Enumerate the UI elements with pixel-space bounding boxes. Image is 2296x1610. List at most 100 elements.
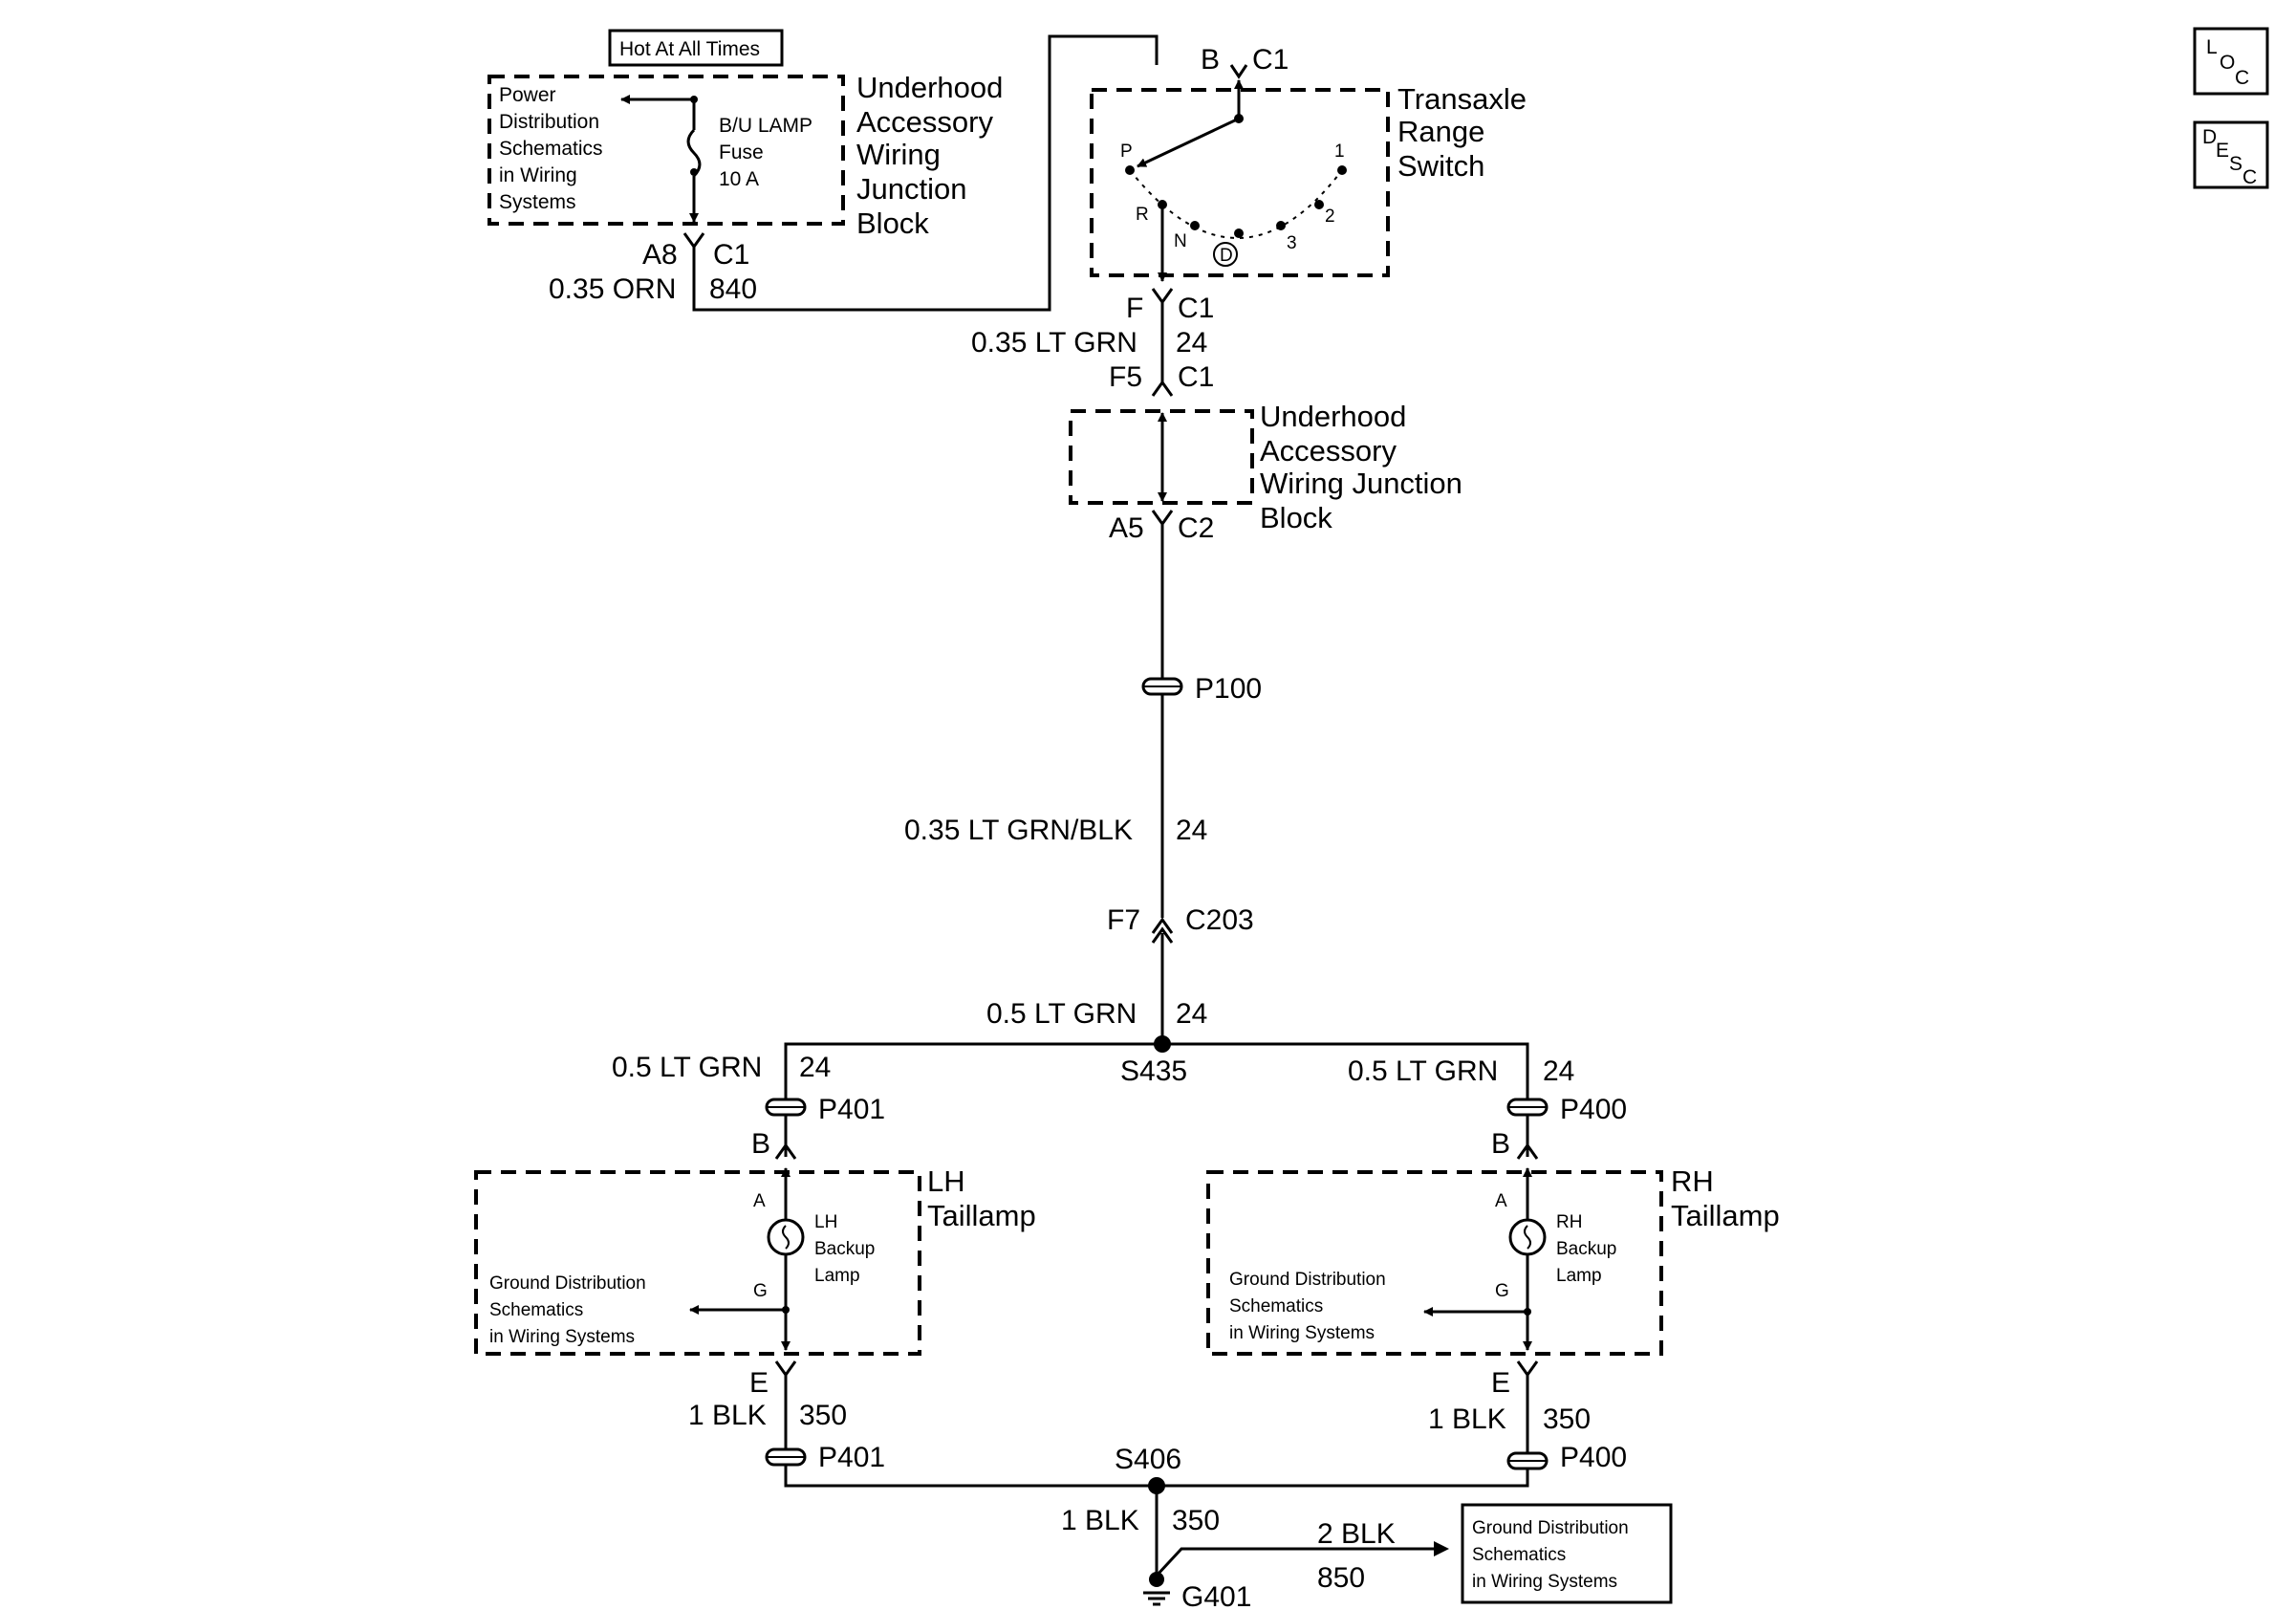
power-ref-line-1: Power: [499, 84, 556, 106]
wire-850-arrow: [1434, 1541, 1449, 1556]
ground-wire-label: 1 BLK: [1061, 1505, 1139, 1536]
switch-wiper: [1137, 117, 1240, 168]
wire-lt-grn-label: 0.35 LT GRN: [971, 327, 1137, 359]
jb-out-conn: C2: [1178, 512, 1214, 544]
lh-lamp-label-1: LH: [814, 1212, 837, 1232]
switch-title-2: Range: [1397, 115, 1484, 148]
rh-ground-ref-2: Schematics: [1229, 1296, 1323, 1316]
ground-ref-wire: 2 BLK: [1317, 1518, 1396, 1550]
pos-d-label: D: [1220, 246, 1233, 266]
wire-lt-grn-blk-label: 0.35 LT GRN/BLK: [904, 815, 1133, 846]
wire-lt-grn-blk-circuit: 24: [1176, 815, 1207, 846]
ground-ref-line-2: Schematics: [1472, 1545, 1566, 1565]
pos-d-circle: [1213, 242, 1238, 267]
rh-connector-b: [1516, 1142, 1539, 1160]
wire-850: [1155, 1547, 1443, 1577]
pos-3-dot: [1276, 221, 1286, 230]
wire-orn-840: [692, 34, 1159, 312]
wire-lt-grn-circuit: 24: [1176, 327, 1207, 359]
rh-lamp-label-3: Lamp: [1556, 1266, 1602, 1286]
lh-pin-g: G: [753, 1281, 768, 1301]
lh-connector-top: P401: [818, 1094, 885, 1125]
splice-s406-label: S406: [1115, 1444, 1181, 1475]
rh-lamp-label-1: RH: [1556, 1212, 1582, 1232]
lh-wire-circuit: 24: [799, 1052, 831, 1083]
loc-icon[interactable]: L O C: [2193, 27, 2269, 96]
desc-letter-d: D: [2202, 126, 2217, 148]
pos-p-label: P: [1120, 141, 1133, 162]
connector-f5-c1: [1151, 380, 1174, 397]
rh-pin-e: E: [1491, 1367, 1510, 1399]
switch-out-pin: F: [1126, 293, 1143, 324]
jb-out-pin: A5: [1109, 512, 1144, 544]
fuse-block-title-2: Accessory: [856, 105, 993, 139]
jb-in-conn: C1: [1178, 361, 1214, 393]
wire-orn-circuit: 840: [709, 273, 757, 305]
switch-title-3: Switch: [1397, 149, 1484, 183]
connector-c203-a: [1151, 917, 1174, 934]
lh-lamp-filament: [782, 1225, 790, 1250]
rh-pin-a: A: [1495, 1191, 1507, 1211]
fuse-block-title-4: Junction: [856, 172, 966, 206]
ground-ref-line-1: Ground Distribution: [1472, 1518, 1629, 1538]
desc-letter-c2: C: [2242, 166, 2257, 188]
switch-arc: [1129, 169, 1343, 239]
wire-center-circuit: 24: [1176, 998, 1207, 1030]
fuse-label-1: B/U LAMP: [719, 115, 812, 137]
rh-connector-e: [1516, 1360, 1539, 1378]
connector-a8: [682, 232, 705, 250]
hot-label-box: [608, 29, 784, 67]
fuse-node-bottom: [690, 168, 698, 176]
desc-icon[interactable]: D E S C: [2193, 120, 2269, 189]
rh-ground-ref-3: in Wiring Systems: [1229, 1323, 1375, 1343]
power-ref-line-5: Systems: [499, 191, 576, 213]
rh-lamp-filament: [1524, 1225, 1531, 1250]
wire-center-label: 0.5 LT GRN: [986, 998, 1137, 1030]
lh-taillamp-title-2: Taillamp: [927, 1199, 1036, 1232]
rh-ground-ref-1: Ground Distribution: [1229, 1270, 1386, 1290]
lh-wire-label: 0.5 LT GRN: [612, 1052, 762, 1083]
pos-2-label: 2: [1325, 207, 1335, 227]
lh-ground-ref-2: Schematics: [489, 1300, 583, 1320]
lh-pin-b: B: [751, 1128, 770, 1160]
rh-connector-top: P400: [1560, 1094, 1627, 1125]
g401-node: [1149, 1572, 1164, 1587]
pos-3-label: 3: [1287, 233, 1297, 253]
fuse-label-3: 10 A: [719, 168, 759, 190]
jb-title-3: Wiring Junction: [1260, 467, 1462, 500]
c203-pin: F7: [1107, 904, 1140, 936]
rh-connector-bottom: P400: [1560, 1442, 1627, 1473]
connector-a5-c2: [1151, 510, 1174, 527]
p100-label: P100: [1195, 673, 1262, 705]
ground-wire-circuit: 350: [1172, 1505, 1220, 1536]
junction-block-outline: [1069, 409, 1254, 505]
power-ref-line-2: Distribution: [499, 111, 599, 133]
jb-title-4: Block: [1260, 501, 1332, 534]
connector-f-c1: [1151, 288, 1174, 305]
loc-letter-l: L: [2206, 36, 2218, 58]
rh-taillamp-outline: [1206, 1170, 1663, 1356]
lh-gnd-wire-label: 1 BLK: [688, 1400, 767, 1431]
jb-title-1: Underhood: [1260, 400, 1406, 433]
fuse-conn-c1: C1: [713, 239, 749, 271]
fuse-block-title-3: Wiring: [856, 138, 941, 171]
pos-1-label: 1: [1334, 141, 1345, 162]
power-ref-line-4: in Wiring: [499, 164, 577, 186]
pos-2-dot: [1314, 200, 1324, 209]
rh-lamp-label-2: Backup: [1556, 1239, 1616, 1259]
lh-connector-bottom: P401: [818, 1442, 885, 1473]
lh-ground-ref-3: in Wiring Systems: [489, 1327, 635, 1347]
desc-letter-s: S: [2229, 153, 2242, 175]
lh-gnd-wire-circuit: 350: [799, 1400, 847, 1431]
hot-label: Hot At All Times: [619, 38, 760, 60]
jb-title-2: Accessory: [1260, 434, 1397, 468]
fuse-block-outline: [487, 75, 845, 226]
rh-wire-label: 0.5 LT GRN: [1348, 1055, 1498, 1087]
trans-switch-outline: [1090, 88, 1390, 277]
pos-p-dot: [1125, 165, 1135, 175]
lh-lamp-label-2: Backup: [814, 1239, 875, 1259]
lh-connector-b: [774, 1142, 797, 1160]
ground-ref-box: [1461, 1503, 1673, 1604]
ground-ref-line-3: in Wiring Systems: [1472, 1572, 1617, 1592]
